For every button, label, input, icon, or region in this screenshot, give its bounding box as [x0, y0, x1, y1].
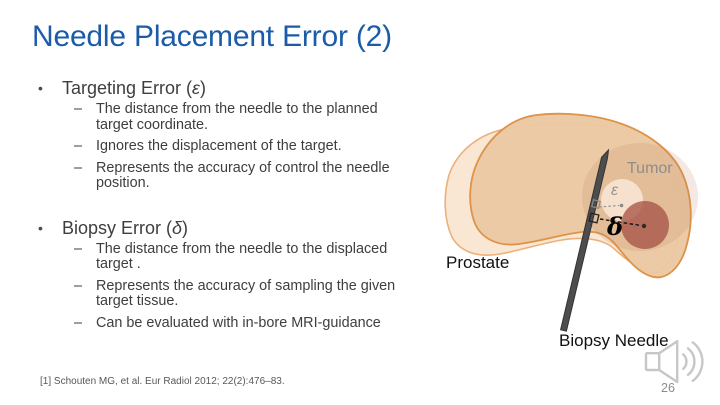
epsilon-target-dot [619, 203, 624, 208]
sub-bullet-text: Represents the accuracy of sampling the … [96, 277, 396, 309]
biopsy-needle-label: Biopsy Needle [559, 331, 669, 350]
delta-right-angle-mark [588, 212, 600, 224]
citation-footnote: [1] Schouten MG, et al. Eur Radiol 2012;… [40, 376, 285, 387]
epsilon-dashed-line [598, 204, 620, 208]
dash-glyph: – [74, 240, 83, 257]
delta-figure-label: δ [607, 212, 624, 241]
bullet-dot: • [38, 219, 43, 236]
list-item: – The distance from the needle to the pl… [74, 101, 450, 133]
delta-target-dot [641, 223, 647, 229]
prostate-label: Prostate [446, 253, 510, 272]
biopsy-needle-shape [559, 148, 610, 332]
sub-bullet-list: – The distance from the needle to the pl… [74, 101, 450, 192]
sub-bullet-text: Can be evaluated with in-bore MRI-guidan… [96, 314, 381, 331]
tumor-label: Tumor [627, 160, 673, 177]
dash-glyph: – [74, 159, 83, 176]
section-header-text: Biopsy Error (δ) [62, 217, 189, 238]
section-header-text: Targeting Error (ε) [62, 78, 206, 98]
list-item: – Ignores the displacement of the target… [74, 138, 450, 155]
section-targeting-error: • Targeting Error (ε) – The distance fro… [38, 78, 450, 192]
sub-bullet-text: Ignores the displacement of the target. [96, 138, 342, 154]
list-item: – The distance from the needle to the di… [74, 240, 450, 273]
slide-title: Needle Placement Error (2) [32, 20, 392, 53]
sub-bullet-text: The distance from the needle to the disp… [96, 240, 388, 272]
speaker-icon[interactable] [644, 340, 704, 384]
dash-glyph: – [74, 101, 83, 117]
list-item: – Represents the accuracy of sampling th… [74, 277, 450, 310]
list-item: – Represents the accuracy of control the… [74, 159, 450, 192]
sub-bullet-text: Represents the accuracy of control the n… [96, 159, 390, 191]
sub-bullet-list: – The distance from the needle to the di… [74, 240, 450, 332]
epsilon-symbol: ε [192, 78, 200, 98]
page-number: 26 [661, 381, 675, 395]
delta-dashed-line [599, 218, 642, 227]
section-biopsy-error: • Biopsy Error (δ) – The distance from t… [38, 218, 450, 332]
delta-symbol: δ [172, 217, 183, 238]
section-header: • Targeting Error (ε) [38, 78, 450, 98]
dash-glyph: – [74, 314, 83, 331]
sub-bullet-text: The distance from the needle to the plan… [96, 101, 378, 133]
bullet-dot: • [38, 80, 43, 96]
bullet-content: • Targeting Error (ε) – The distance fro… [38, 78, 450, 331]
list-item: – Can be evaluated with in-bore MRI-guid… [74, 314, 450, 332]
epsilon-right-angle-mark [591, 199, 601, 209]
dash-glyph: – [74, 138, 83, 154]
section-header: • Biopsy Error (δ) [38, 218, 450, 238]
epsilon-figure-label: ε [611, 182, 619, 199]
dash-glyph: – [74, 277, 83, 294]
